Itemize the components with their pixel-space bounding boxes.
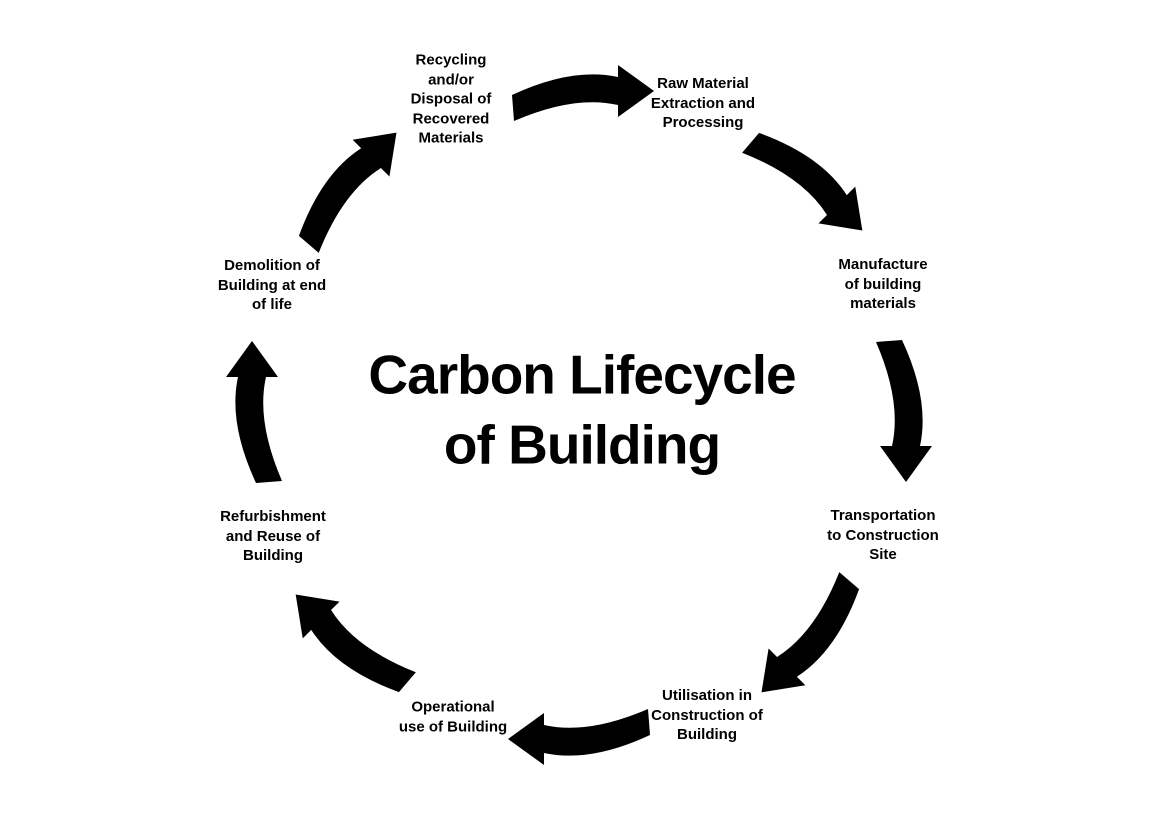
stage-label-manufacture: Manufacture of building materials bbox=[838, 255, 928, 312]
stage-label-refurbishment-reuse: Refurbishment and Reuse of Building bbox=[220, 507, 326, 564]
stage-label-recycling-disposal: Recycling and/or Disposal of Recovered M… bbox=[410, 51, 492, 147]
arrow-recycling-to-raw-material-icon bbox=[512, 65, 654, 121]
stage-label-utilisation: Utilisation in Construction of Building bbox=[651, 686, 763, 743]
arrow-manufacture-to-transportation-icon bbox=[876, 340, 932, 482]
diagram-title: Carbon Lifecycle of Building bbox=[368, 343, 796, 476]
arrow-transportation-to-utilisation-icon bbox=[740, 570, 881, 711]
arrow-raw-material-to-manufacture-icon bbox=[740, 111, 881, 252]
stage-label-raw-material: Raw Material Extraction and Processing bbox=[650, 74, 756, 131]
stage-label-demolition: Demolition of Building at end of life bbox=[217, 256, 327, 313]
arrow-utilisation-to-operational-icon bbox=[508, 709, 650, 765]
arrow-refurbishment-to-demolition-icon bbox=[226, 341, 282, 483]
stage-label-operational-use: Operational use of Building bbox=[398, 698, 508, 736]
arrow-operational-to-refurbishment-icon bbox=[277, 573, 418, 714]
arrow-demolition-to-recycling-icon bbox=[277, 114, 418, 255]
stage-label-transportation: Transportation to Construction Site bbox=[827, 506, 939, 563]
